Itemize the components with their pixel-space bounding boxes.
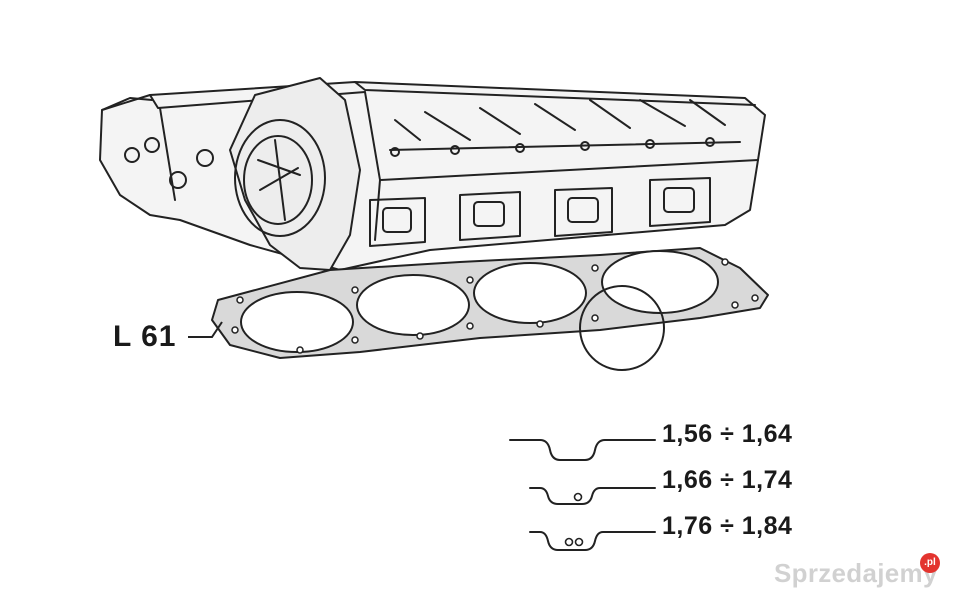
cam-pulley [196,77,361,271]
thickness-profile-3 [529,531,656,551]
part-label: L 61 [113,320,177,353]
detail-circle [579,285,665,371]
exhaust-ports [369,177,711,247]
thickness-range-3: 1,76 ÷ 1,84 [662,512,793,540]
part-leader-line [188,321,223,338]
watermark-badge: .pl [920,553,940,573]
thickness-profile-2 [529,487,656,505]
thickness-range-2: 1,66 ÷ 1,74 [662,466,793,494]
head-gasket [211,247,769,359]
thickness-range-1: 1,56 ÷ 1,64 [662,420,793,448]
watermark: Sprzedajemy [774,558,938,588]
thickness-profile-1 [509,439,656,461]
cylinder-head [99,81,766,271]
